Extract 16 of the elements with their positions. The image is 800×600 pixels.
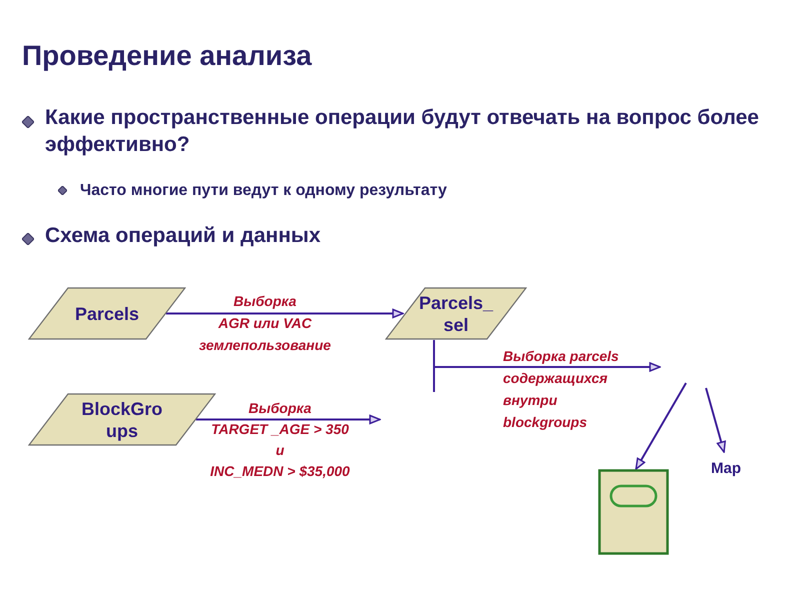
arrow	[433, 339, 661, 393]
node-label: BlockGro ups	[80, 398, 164, 442]
arrow	[166, 308, 404, 318]
edge-label: Выборка parcels содержащихся внутри blockgroups	[503, 347, 620, 432]
bullet-text: Какие пространственные операции будут отвечать на вопрос более эффективно?	[45, 105, 760, 158]
bullet-text: Часто многие пути ведут к одному результату	[80, 181, 448, 201]
map-label: Map	[711, 459, 741, 479]
slide-title: Проведение анализа	[22, 40, 312, 72]
edge-label: Выборка AGR или VAC землепользование	[198, 292, 332, 355]
arrow	[196, 414, 381, 424]
arrow	[635, 382, 687, 470]
bullet-text: Схема операций и данных	[45, 223, 322, 249]
edge-label: Выборка TARGET _AGE > 350 и INC_MEDN > $35,000	[209, 399, 351, 481]
node-label: Parcels_ sel	[418, 292, 494, 336]
node-label: Parcels	[74, 302, 140, 324]
arrow	[705, 388, 726, 453]
